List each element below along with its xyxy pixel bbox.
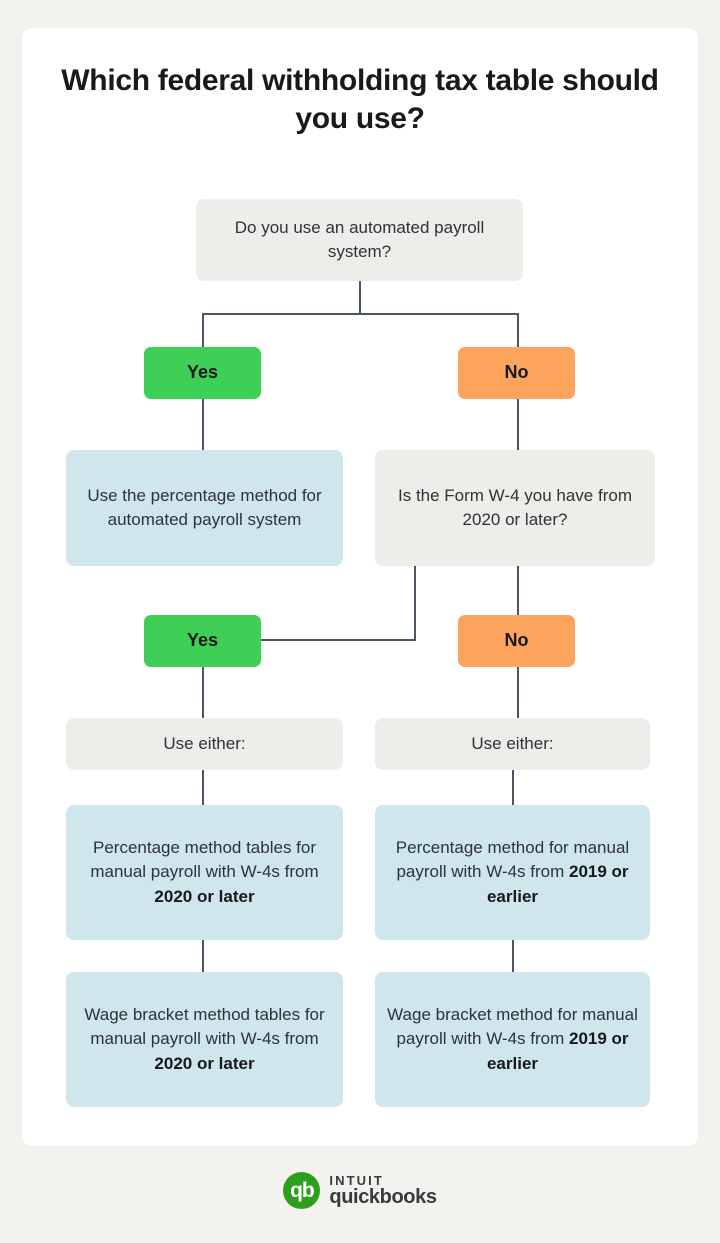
right-option-1-bold: 2019 or earlier [486, 862, 629, 906]
badge-q1-no-label: No [504, 362, 529, 383]
connector-to-q1-no [517, 313, 519, 348]
left-option-2-bold: 2020 or later [154, 1053, 255, 1073]
right-use-either-text: Use either: [471, 733, 554, 753]
left-option-1-text: Percentage method tables for manual payr… [78, 836, 331, 908]
question-automated-payroll: Do you use an automated payroll system? [196, 199, 523, 281]
badge-q2-no-label: No [504, 630, 529, 651]
connector-q2-to-no [517, 566, 519, 616]
quickbooks-wordmark-text: quickbooks [329, 1185, 437, 1208]
result-automated-percentage-method: Use the percentage method for automated … [66, 450, 343, 566]
left-option-2-text: Wage bracket method tables for manual pa… [78, 1003, 331, 1075]
left-use-either-header: Use either: [66, 718, 343, 770]
left-use-either-text: Use either: [163, 733, 246, 753]
right-use-either-header: Use either: [375, 718, 650, 770]
quickbooks-qb-mark-icon: qb [283, 1172, 321, 1209]
quickbooks-wordmark: INTUIT quickbooks [329, 1172, 437, 1208]
badge-q2-yes: Yes [144, 615, 261, 667]
connector-q1-no-to-q2 [517, 398, 519, 450]
result-automated-percentage-method-text: Use the percentage method for automated … [87, 485, 322, 529]
badge-q1-yes: Yes [144, 347, 261, 399]
connector-no2-to-right-useeither [517, 666, 519, 718]
question-form-w4-year-text: Is the Form W-4 you have from 2020 or la… [398, 485, 632, 529]
connector-q1-stem [359, 281, 361, 314]
connector-yes2-to-left-useeither [202, 666, 204, 718]
connector-right-option1-to-option2 [512, 940, 514, 972]
badge-q1-yes-label: Yes [186, 362, 219, 383]
connector-left-option1-to-option2 [202, 940, 204, 972]
badge-q1-no: No [458, 347, 575, 399]
question-automated-payroll-text: Do you use an automated payroll system? [234, 217, 485, 261]
right-option-2-plain: Wage bracket method for manual payroll w… [387, 1005, 638, 1049]
left-option-wage-bracket-tables: Wage bracket method tables for manual pa… [66, 972, 343, 1107]
connector-right-useeither-to-option1 [512, 770, 514, 805]
right-option-2-text: Wage bracket method for manual payroll w… [387, 1003, 638, 1075]
right-option-1-plain: Percentage method for manual payroll wit… [395, 838, 630, 882]
left-option-percentage-method-tables: Percentage method tables for manual payr… [66, 805, 343, 940]
right-option-2-bold: 2019 or earlier [486, 1029, 629, 1073]
badge-q2-no: No [458, 615, 575, 667]
connector-q1-split [202, 313, 519, 315]
connector-left-useeither-to-option1 [202, 770, 204, 805]
connector-q2-yes-drop [414, 566, 416, 641]
left-option-1-plain: Percentage method tables for manual payr… [90, 838, 319, 882]
badge-q2-yes-label: Yes [186, 630, 219, 651]
right-option-1-text: Percentage method for manual payroll wit… [387, 836, 638, 908]
connector-to-q1-yes [202, 313, 204, 348]
page-title: Which federal withholding tax table shou… [61, 64, 659, 135]
intuit-wordmark: INTUIT [329, 1172, 384, 1188]
connector-q1-yes-to-result [202, 398, 204, 450]
quickbooks-logo: qb INTUIT quickbooks [0, 1172, 720, 1209]
right-option-wage-bracket: Wage bracket method for manual payroll w… [375, 972, 650, 1107]
left-option-1-bold: 2020 or later [154, 886, 255, 906]
right-option-percentage-method: Percentage method for manual payroll wit… [375, 805, 650, 940]
left-option-2-plain: Wage bracket method tables for manual pa… [84, 1005, 325, 1049]
connector-q2-yes-arm [243, 639, 416, 641]
question-form-w4-year: Is the Form W-4 you have from 2020 or la… [375, 450, 655, 566]
